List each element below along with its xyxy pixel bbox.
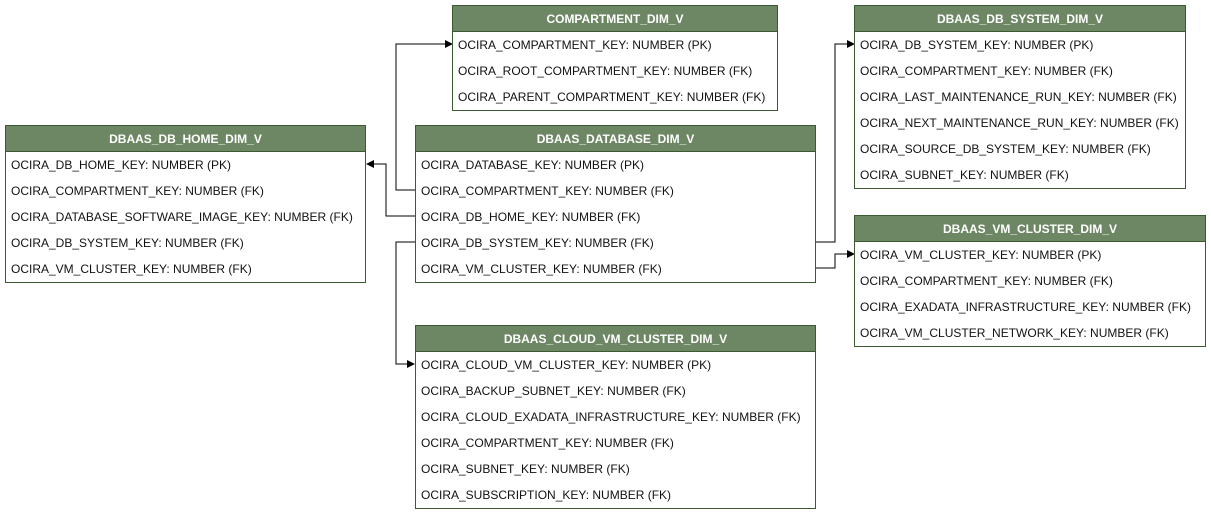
field-row: OCIRA_COMPARTMENT_KEY: NUMBER (FK) xyxy=(860,64,1113,78)
entity-dbaas-database-dim-v[interactable]: DBAAS_DATABASE_DIM_V OCIRA_DATABASE_KEY:… xyxy=(415,125,816,283)
field-row: OCIRA_COMPARTMENT_KEY: NUMBER (FK) xyxy=(421,436,674,450)
entity-dbaas-db-system-dim-v[interactable]: DBAAS_DB_SYSTEM_DIM_V OCIRA_DB_SYSTEM_KE… xyxy=(854,5,1186,189)
field-row: OCIRA_VM_CLUSTER_KEY: NUMBER (FK) xyxy=(421,262,662,276)
field-row: OCIRA_VM_CLUSTER_KEY: NUMBER (FK) xyxy=(11,262,252,276)
entity-title: DBAAS_VM_CLUSTER_DIM_V xyxy=(855,216,1205,242)
field-row: OCIRA_COMPARTMENT_KEY: NUMBER (FK) xyxy=(11,184,264,198)
edge-database-db-home xyxy=(366,160,415,217)
edge-database-db-system xyxy=(816,40,855,243)
field-row: OCIRA_SUBNET_KEY: NUMBER (FK) xyxy=(860,168,1069,182)
field-row: OCIRA_COMPARTMENT_KEY: NUMBER (FK) xyxy=(860,274,1113,288)
entity-title: DBAAS_DB_HOME_DIM_V xyxy=(6,126,365,152)
field-row: OCIRA_DATABASE_SOFTWARE_IMAGE_KEY: NUMBE… xyxy=(11,210,353,224)
field-row: OCIRA_DB_SYSTEM_KEY: NUMBER (FK) xyxy=(421,236,654,250)
field-row: OCIRA_ROOT_COMPARTMENT_KEY: NUMBER (FK) xyxy=(458,64,753,78)
field-row: OCIRA_DB_HOME_KEY: NUMBER (PK) xyxy=(11,158,232,172)
field-row: OCIRA_SUBNET_KEY: NUMBER (FK) xyxy=(421,462,630,476)
edge-database-cloud-vm-cluster xyxy=(395,241,415,368)
field-row: OCIRA_CLOUD_EXADATA_INFRASTRUCTURE_KEY: … xyxy=(421,410,801,424)
entity-title: DBAAS_CLOUD_VM_CLUSTER_DIM_V xyxy=(416,326,815,352)
entity-dbaas-db-home-dim-v[interactable]: DBAAS_DB_HOME_DIM_V OCIRA_DB_HOME_KEY: N… xyxy=(5,125,366,283)
edge-database-compartment xyxy=(395,40,453,191)
field-row: OCIRA_VM_CLUSTER_KEY: NUMBER (PK) xyxy=(860,248,1102,262)
field-row: OCIRA_LAST_MAINTENANCE_RUN_KEY: NUMBER (… xyxy=(860,90,1177,104)
field-row: OCIRA_DB_SYSTEM_KEY: NUMBER (FK) xyxy=(11,236,244,250)
field-row: OCIRA_VM_CLUSTER_NETWORK_KEY: NUMBER (FK… xyxy=(860,326,1169,340)
entity-dbaas-cloud-vm-cluster-dim-v[interactable]: DBAAS_CLOUD_VM_CLUSTER_DIM_V OCIRA_CLOUD… xyxy=(415,325,816,509)
field-row: OCIRA_DB_SYSTEM_KEY: NUMBER (PK) xyxy=(860,38,1094,52)
entity-title: COMPARTMENT_DIM_V xyxy=(453,6,777,32)
field-row: OCIRA_PARENT_COMPARTMENT_KEY: NUMBER (FK… xyxy=(458,90,766,104)
entity-title: DBAAS_DATABASE_DIM_V xyxy=(416,126,815,152)
field-row: OCIRA_COMPARTMENT_KEY: NUMBER (PK) xyxy=(458,38,712,52)
edge-database-vm-cluster xyxy=(816,250,855,269)
field-row: OCIRA_DATABASE_KEY: NUMBER (PK) xyxy=(421,158,644,172)
field-row: OCIRA_CLOUD_VM_CLUSTER_KEY: NUMBER (PK) xyxy=(421,358,712,372)
field-row: OCIRA_NEXT_MAINTENANCE_RUN_KEY: NUMBER (… xyxy=(860,116,1179,130)
field-row: OCIRA_COMPARTMENT_KEY: NUMBER (FK) xyxy=(421,184,674,198)
field-row: OCIRA_SUBSCRIPTION_KEY: NUMBER (FK) xyxy=(421,488,672,502)
entity-dbaas-vm-cluster-dim-v[interactable]: DBAAS_VM_CLUSTER_DIM_V OCIRA_VM_CLUSTER_… xyxy=(854,215,1206,347)
entity-compartment-dim-v[interactable]: COMPARTMENT_DIM_V OCIRA_COMPARTMENT_KEY:… xyxy=(452,5,778,111)
field-row: OCIRA_BACKUP_SUBNET_KEY: NUMBER (FK) xyxy=(421,384,686,398)
field-row: OCIRA_DB_HOME_KEY: NUMBER (FK) xyxy=(421,210,641,224)
field-row: OCIRA_EXADATA_INFRASTRUCTURE_KEY: NUMBER… xyxy=(860,300,1191,314)
field-row: OCIRA_SOURCE_DB_SYSTEM_KEY: NUMBER (FK) xyxy=(860,142,1151,156)
entity-title: DBAAS_DB_SYSTEM_DIM_V xyxy=(855,6,1185,32)
